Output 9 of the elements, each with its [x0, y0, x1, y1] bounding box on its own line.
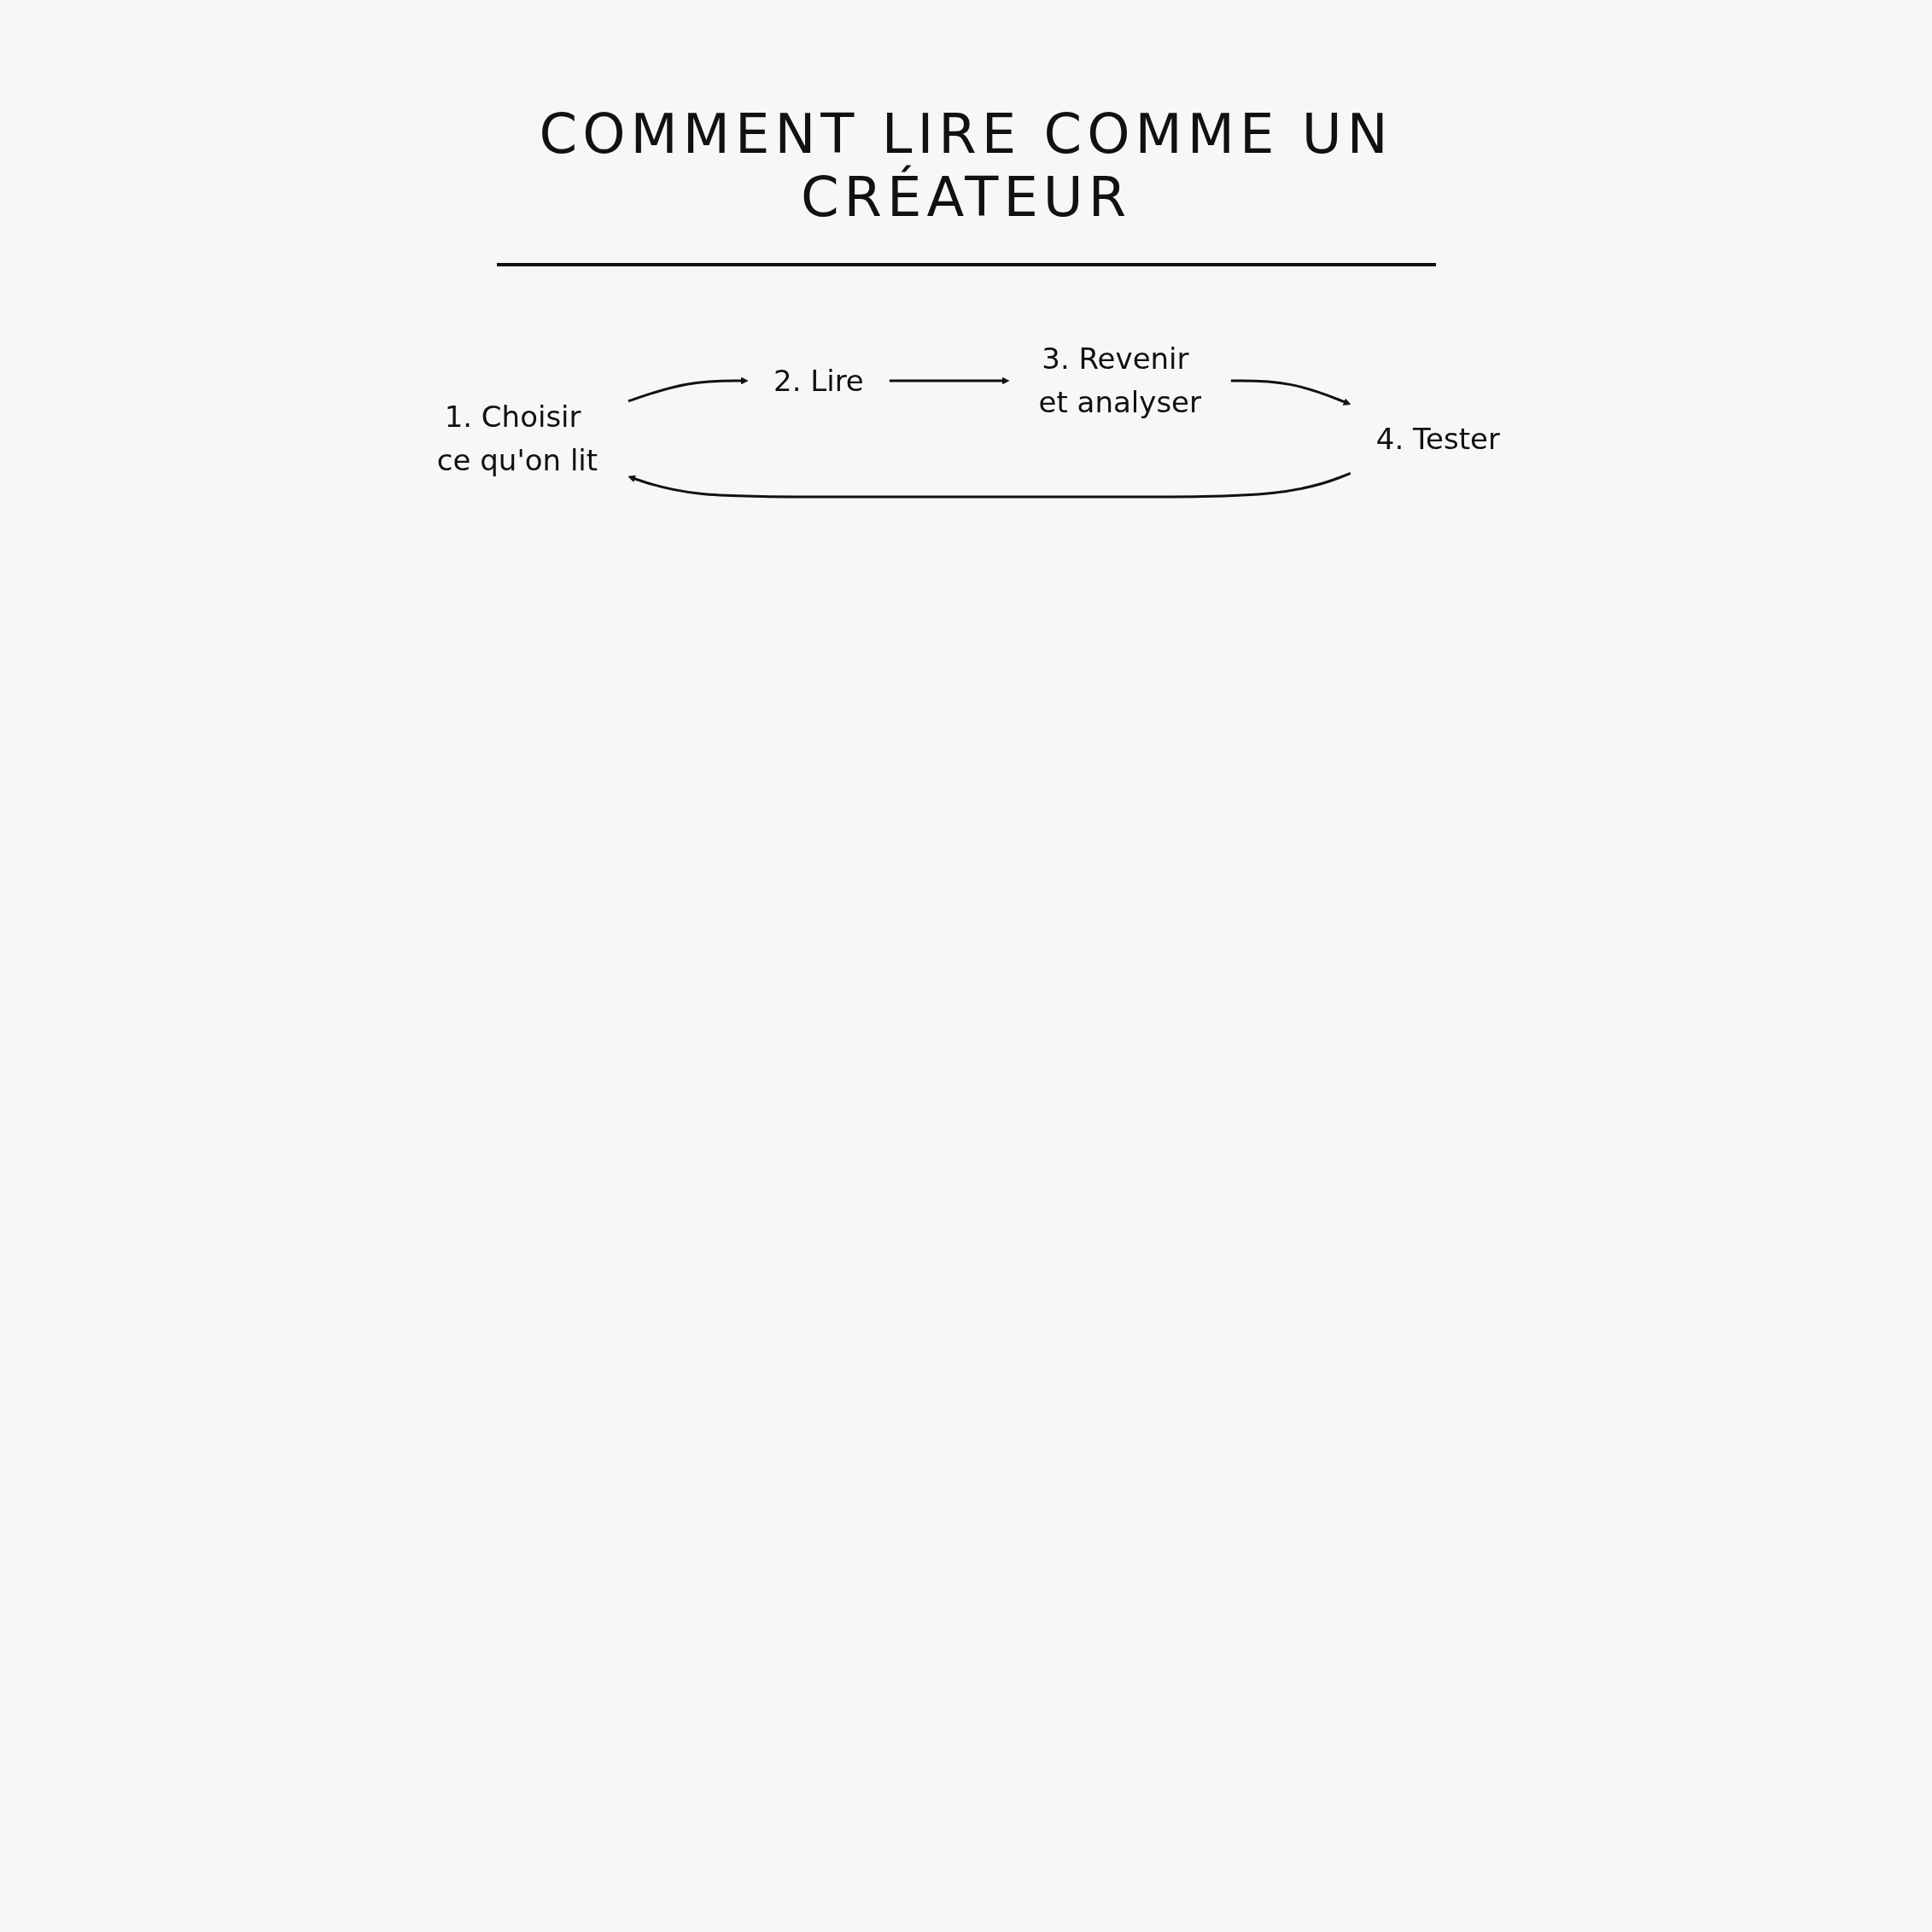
arrow: [889, 376, 1010, 385]
node-text: 3. Revenir et analyser: [1038, 341, 1202, 419]
arrow: [627, 472, 1351, 499]
arrow: [627, 376, 749, 403]
node-text: 2. Lire: [773, 363, 864, 398]
node-text: 1. Choisir ce qu'on lit: [436, 400, 598, 477]
arrow: [1230, 379, 1351, 406]
node-text: 4. Tester: [1375, 421, 1500, 456]
title: COMMENT LIRE COMME UN CRÉATEUR: [496, 102, 1436, 266]
